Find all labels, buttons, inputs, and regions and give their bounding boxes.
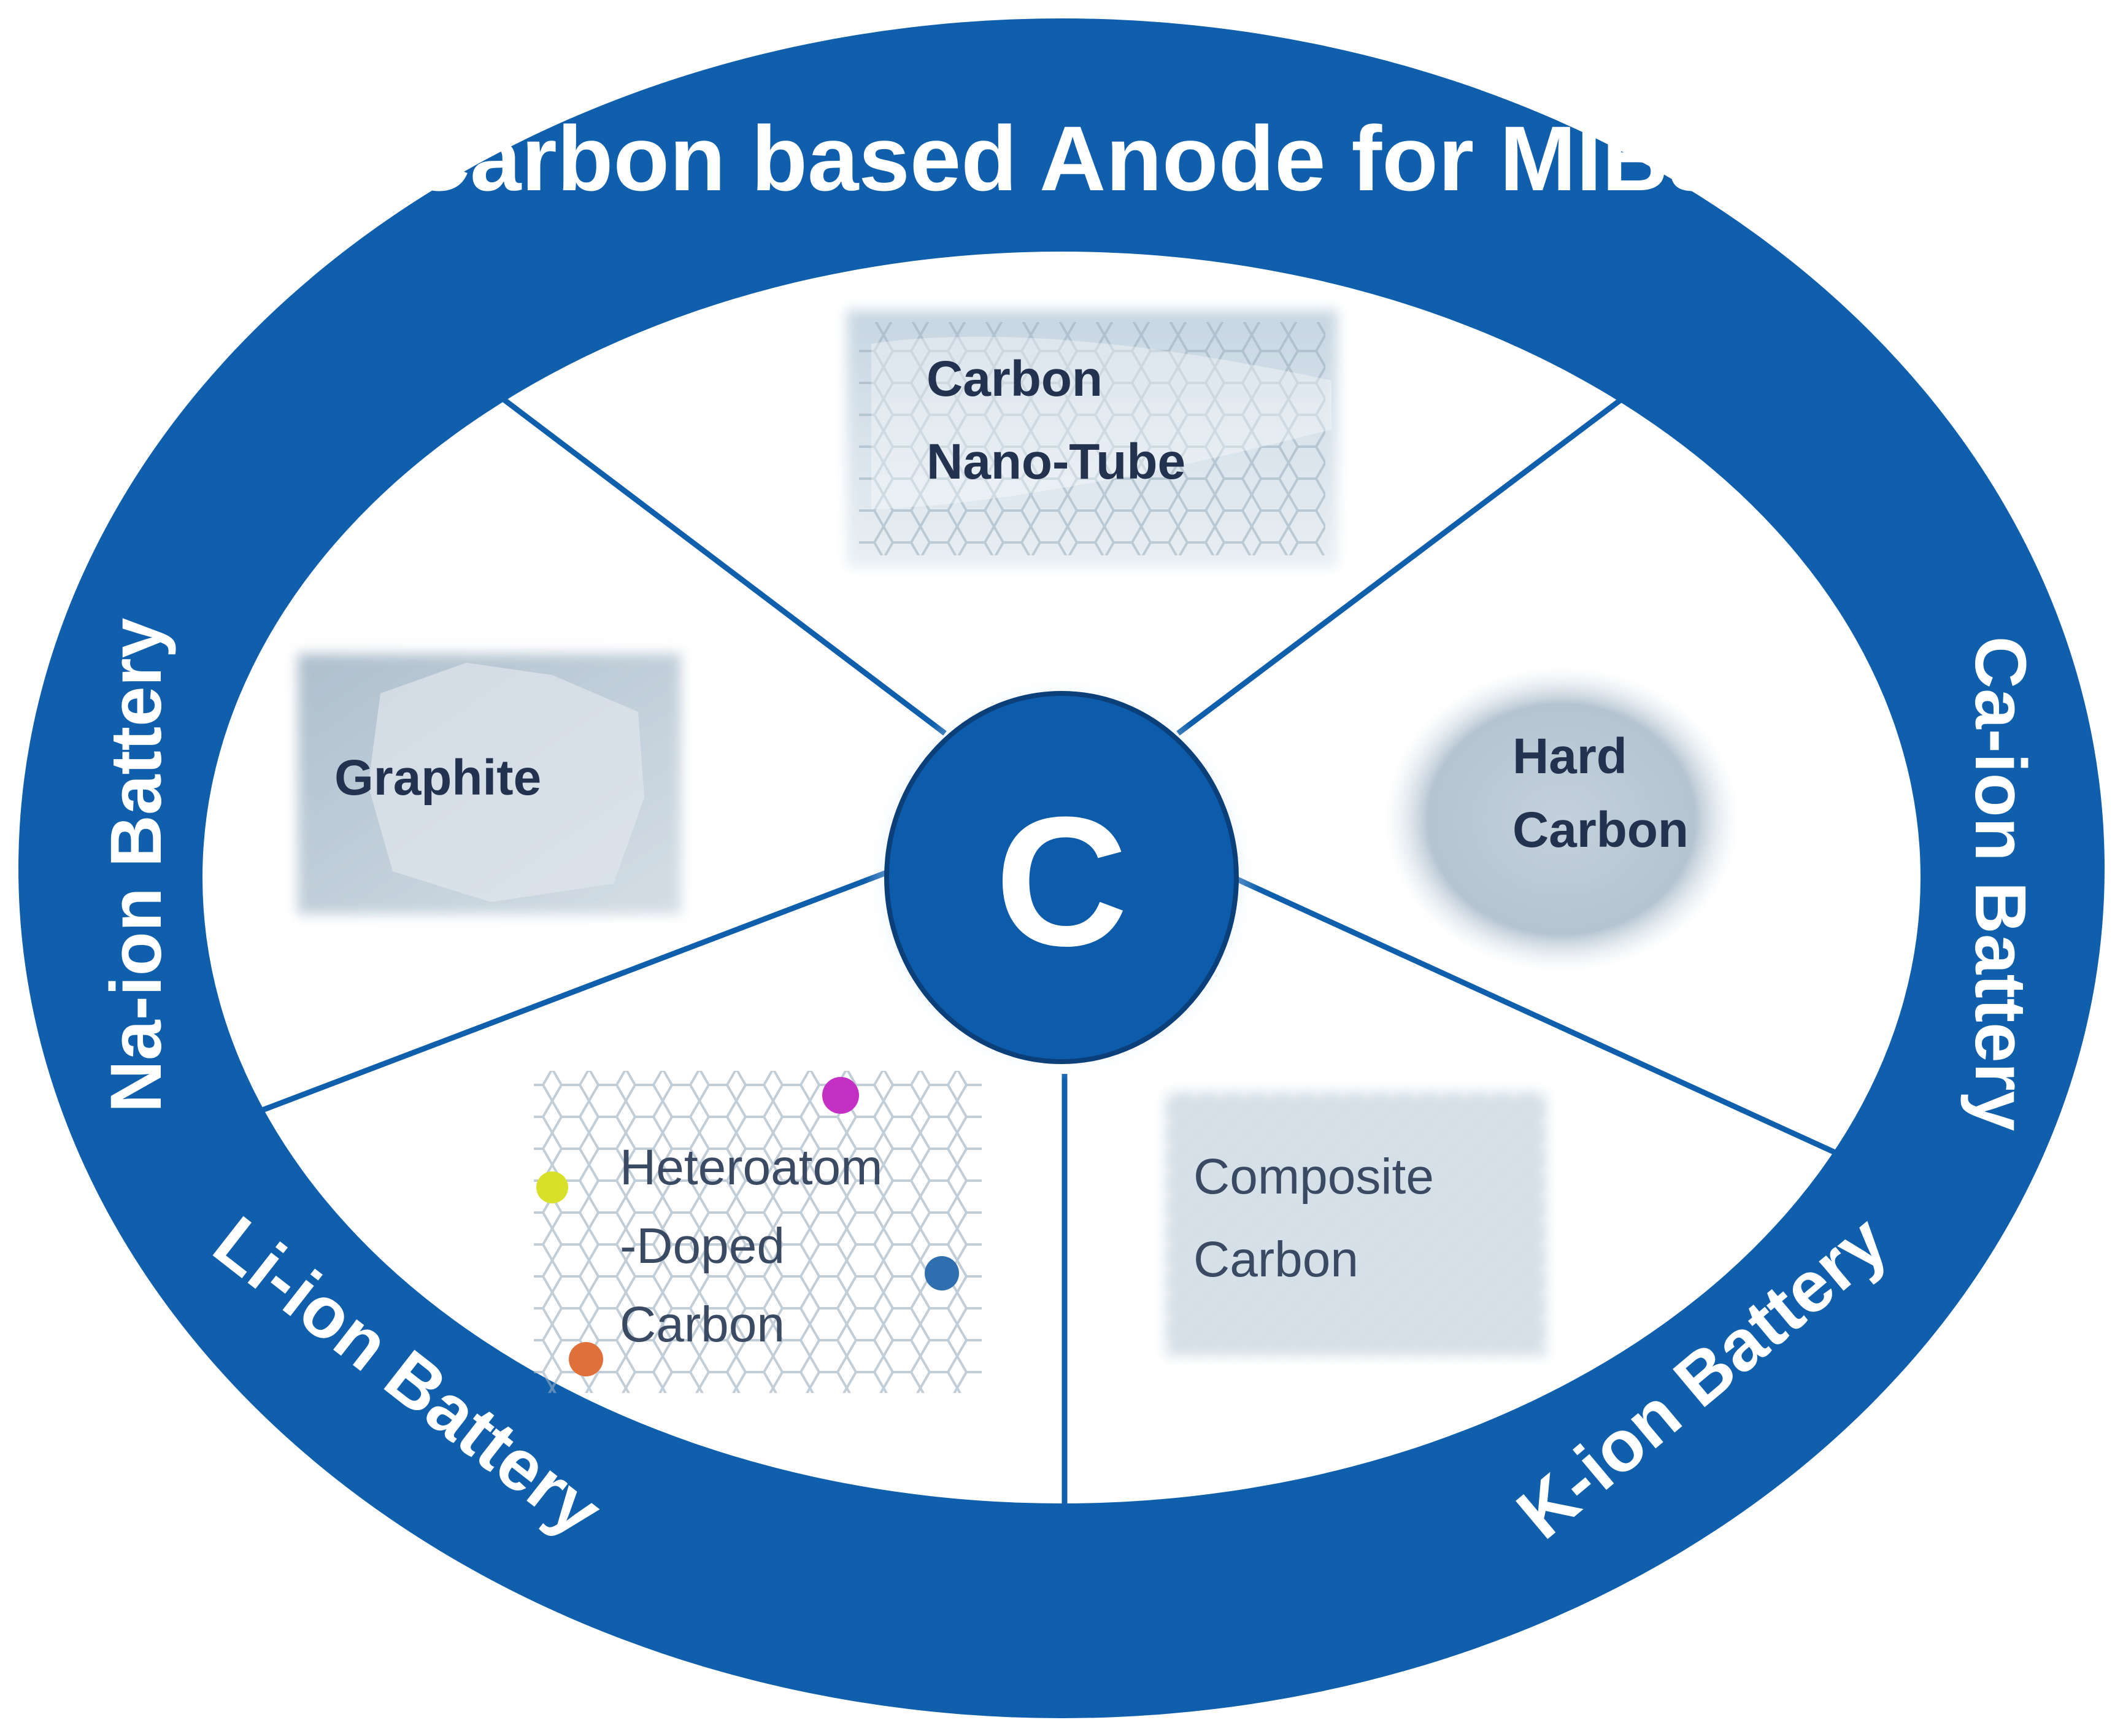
center-symbol: C [995,778,1128,984]
hetero-label-line1: Heteroatom [620,1140,882,1195]
graphite-label: Graphite [334,750,541,806]
divider-top-right [1176,375,1652,736]
composite-label-line1: Composite [1193,1149,1434,1205]
hetero-hex-texture [534,1071,982,1393]
hard-carbon-panel: Hard Carbon [1384,666,1740,973]
hetero-panel: Heteroatom -Doped Carbon [534,1071,982,1393]
cnt-label-line1: Carbon [927,351,1103,407]
diagram-title: Carbon based Anode for MIBs [404,107,1720,210]
cnt-hex-texture [859,322,1325,555]
graphite-panel: Graphite [298,654,681,914]
cnt-panel: Carbon Nano-Tube [847,310,1338,568]
hard-carbon-powder-icon [1384,666,1740,973]
dopant-atom-magenta [822,1077,859,1114]
segment-dividers [260,375,1839,1503]
center-circle [884,691,1239,1064]
hetero-label-line3: Carbon [620,1297,785,1352]
cnt-label-line2: Nano-Tube [927,434,1185,490]
dopant-atom-orange [569,1342,603,1376]
ring-label-na: Na-ion Battery [96,618,177,1113]
ring-label-ca: Ca-ion Battery [1960,636,2041,1131]
composite-label-line2: Carbon [1193,1232,1358,1287]
divider-left [260,868,891,1114]
divider-top-left [477,378,947,736]
hetero-label-line2: -Doped [620,1218,785,1274]
hard-carbon-label-line1: Hard [1512,728,1627,784]
composite-panel: Composite Carbon [1166,1092,1546,1356]
dopant-atom-blue [925,1256,959,1290]
nanotube-icon [871,336,1331,509]
graphite-rock-icon [368,663,644,902]
hard-carbon-label-line2: Carbon [1512,802,1689,858]
divider-right [1232,874,1839,1157]
composite-weave-image [1166,1092,1546,1356]
dopant-atom-yellow [536,1171,568,1203]
